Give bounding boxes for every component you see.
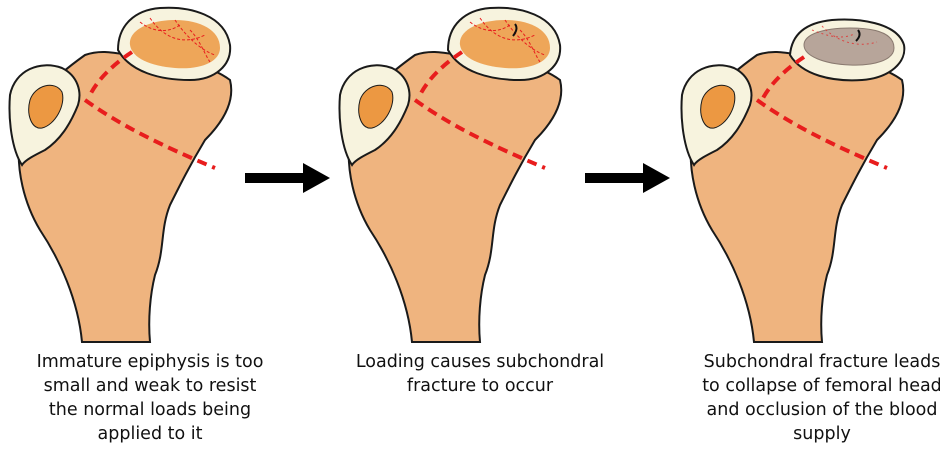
caption-line: applied to it bbox=[0, 422, 300, 446]
caption-line: small and weak to resist bbox=[0, 374, 300, 398]
caption-line: to collapse of femoral head bbox=[672, 374, 940, 398]
panel-femoral-head-collapse: Subchondral fracture leads to collapse o… bbox=[672, 0, 940, 467]
caption-line: Immature epiphysis is too bbox=[0, 350, 300, 374]
caption-line: supply bbox=[672, 422, 940, 446]
caption-line: fracture to occur bbox=[330, 374, 630, 398]
right-arrow-icon bbox=[585, 163, 670, 193]
femur-illustration bbox=[672, 0, 940, 350]
panel-subchondral-fracture: Loading causes subchondral fracture to o… bbox=[330, 0, 630, 467]
caption-immature: Immature epiphysis is too small and weak… bbox=[0, 350, 300, 446]
caption-fracture: Loading causes subchondral fracture to o… bbox=[330, 350, 630, 398]
caption-line: the normal loads being bbox=[0, 398, 300, 422]
caption-collapse: Subchondral fracture leads to collapse o… bbox=[672, 350, 940, 446]
caption-line: and occlusion of the blood bbox=[672, 398, 940, 422]
panel-immature-epiphysis: Immature epiphysis is too small and weak… bbox=[0, 0, 300, 467]
caption-line: Loading causes subchondral bbox=[330, 350, 630, 374]
caption-line: Subchondral fracture leads bbox=[672, 350, 940, 374]
right-arrow-icon bbox=[245, 163, 330, 193]
